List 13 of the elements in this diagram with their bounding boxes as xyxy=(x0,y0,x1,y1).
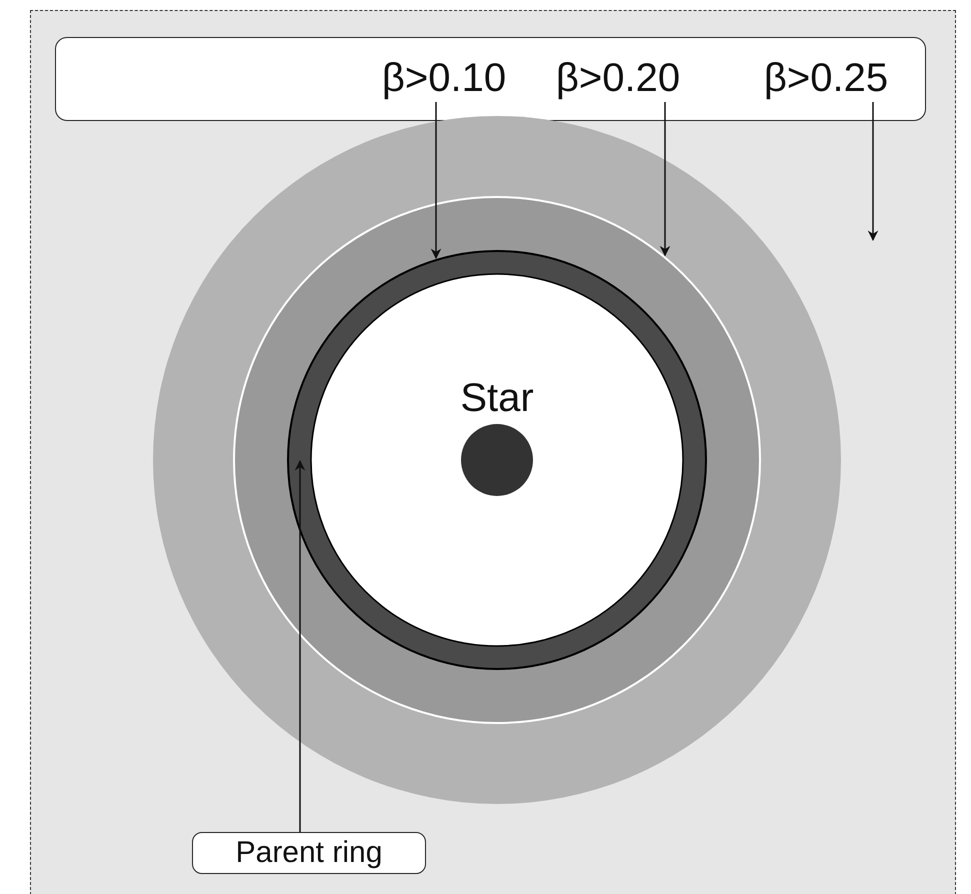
arrow xyxy=(430,102,442,260)
callout-box: Parent ring xyxy=(192,832,426,874)
outer-disc xyxy=(152,115,842,805)
threshold-label: β>0.20 xyxy=(553,49,683,107)
parent-ring xyxy=(287,250,707,670)
arrow xyxy=(660,102,670,256)
threshold-label: β>0.25 xyxy=(761,49,891,107)
middle-band xyxy=(233,196,761,724)
star-label: Star xyxy=(459,376,535,421)
arrow xyxy=(868,102,878,242)
header-box xyxy=(55,37,926,121)
arrow xyxy=(294,460,306,832)
threshold-label: β>0.10 xyxy=(379,49,509,107)
